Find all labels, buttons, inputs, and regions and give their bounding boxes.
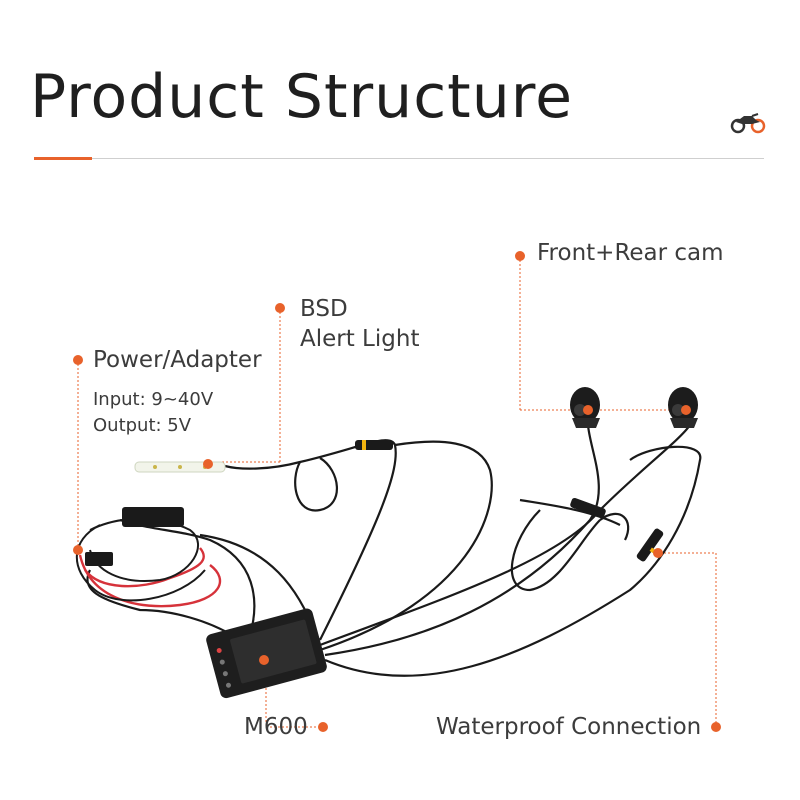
- label-bsd: BSD: [300, 296, 348, 322]
- marker-dots: [73, 251, 721, 732]
- leader-lines: [77, 256, 717, 728]
- power-adapter-box: [122, 507, 184, 527]
- label-waterproof-connection: Waterproof Connection: [436, 714, 702, 740]
- rear-camera: [668, 387, 698, 428]
- page-title: Product Structure: [30, 62, 573, 132]
- title-divider: [34, 158, 764, 159]
- label-input: Input: 9~40V: [93, 389, 214, 410]
- title-divider-accent: [34, 157, 92, 160]
- label-m600: M600: [244, 714, 308, 740]
- label-front-rear-cam: Front+Rear cam: [537, 240, 724, 266]
- waterproof-connectors: [355, 440, 664, 562]
- front-camera: [570, 387, 600, 428]
- label-alert-light: Alert Light: [300, 326, 420, 352]
- power-adapter-fuse: [85, 552, 113, 566]
- label-output: Output: 5V: [93, 415, 192, 436]
- m600-device: [206, 608, 327, 699]
- motorcycle-icon: [730, 113, 766, 134]
- label-power-adapter: Power/Adapter: [93, 347, 262, 373]
